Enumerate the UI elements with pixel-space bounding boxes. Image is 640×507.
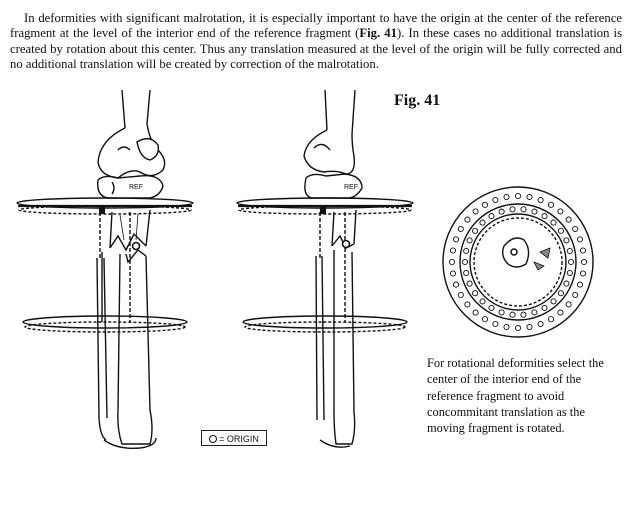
- cross-section-ring: [442, 186, 594, 338]
- ring-hole: [498, 309, 505, 316]
- ring-hole: [464, 301, 471, 308]
- ring-hole: [576, 236, 584, 243]
- ring-hole: [466, 237, 473, 244]
- figure-reference: Fig. 41: [359, 26, 397, 41]
- ring-hole: [452, 281, 460, 288]
- ring-hole: [557, 227, 564, 234]
- ring-hole: [557, 290, 564, 297]
- ring-hole: [479, 298, 486, 305]
- ring-hole: [572, 225, 579, 233]
- ring-hole: [509, 311, 516, 318]
- figure-caption: For rotational deformities select the ce…: [427, 356, 604, 436]
- ring-hole: [567, 258, 575, 266]
- ring-hole: [472, 309, 479, 316]
- ring-hole: [463, 269, 470, 277]
- ring-hole: [472, 290, 479, 297]
- ring-hole: [461, 258, 469, 266]
- ring-hole: [566, 247, 573, 255]
- ring-hole: [547, 316, 555, 323]
- ring-hole: [565, 301, 572, 308]
- ring-hole: [537, 320, 544, 328]
- ring-hole: [557, 309, 564, 316]
- intro-paragraph: In deformities with significant malrotat…: [10, 11, 622, 72]
- ring-hole: [514, 324, 522, 332]
- ring-hole: [509, 206, 516, 213]
- ring-hole: [576, 281, 584, 288]
- ring-hole: [580, 258, 588, 266]
- ref-label-right: REF: [344, 184, 358, 191]
- ring-hole: [449, 247, 457, 254]
- ring-hole: [550, 298, 557, 305]
- origin-circle-icon: [209, 435, 218, 443]
- ring-hole: [557, 208, 564, 215]
- ring-hole: [537, 196, 544, 204]
- right-leg-drawing: [236, 89, 414, 448]
- ring-hole: [479, 219, 486, 226]
- ring-hole: [449, 270, 457, 277]
- ring-hole: [492, 196, 499, 204]
- ring-hole: [472, 227, 479, 234]
- ring-hole: [579, 247, 587, 254]
- ref-label-left: REF: [129, 184, 143, 191]
- ring-hole: [550, 219, 557, 226]
- ring-hole: [526, 323, 533, 331]
- ring-hole: [526, 193, 533, 201]
- ring-hole: [563, 280, 570, 287]
- ring-hole: [448, 258, 456, 266]
- ring-hole: [565, 216, 572, 223]
- legend-text: = ORIGIN: [219, 434, 259, 444]
- origin-legend: = ORIGIN: [201, 430, 267, 446]
- ring-hole: [498, 208, 505, 215]
- ring-hole: [572, 291, 579, 299]
- ring-hole: [531, 208, 538, 215]
- ring-hole: [541, 304, 548, 311]
- ring-hole: [579, 270, 587, 277]
- ring-hole: [514, 192, 522, 200]
- ring-hole: [503, 323, 510, 331]
- ring-hole: [492, 320, 499, 328]
- ring-hole: [452, 236, 460, 243]
- ring-hole: [481, 201, 489, 208]
- ring-hole: [464, 216, 471, 223]
- ring-hole: [488, 213, 495, 220]
- ring-hole: [566, 269, 573, 277]
- intro-text-start: In deformities with significant malrotat…: [10, 11, 622, 41]
- figure-title: Fig. 41: [394, 92, 441, 109]
- ring-hole: [520, 206, 527, 213]
- ring-hole: [457, 225, 464, 233]
- ring-hole: [563, 237, 570, 244]
- ring-hole: [531, 309, 538, 316]
- ring-hole: [547, 201, 555, 208]
- ring-hole: [481, 316, 489, 323]
- left-leg-drawing: [16, 89, 194, 450]
- ring-hole: [520, 311, 527, 318]
- ring-hole: [463, 247, 470, 255]
- ring-hole: [541, 213, 548, 220]
- ring-hole: [457, 291, 464, 299]
- intro-text-end: ). In these cases no additional translat…: [10, 26, 623, 71]
- ring-hole: [472, 208, 479, 215]
- ring-hole: [488, 304, 495, 311]
- ring-hole: [503, 193, 510, 201]
- ring-hole: [466, 280, 473, 287]
